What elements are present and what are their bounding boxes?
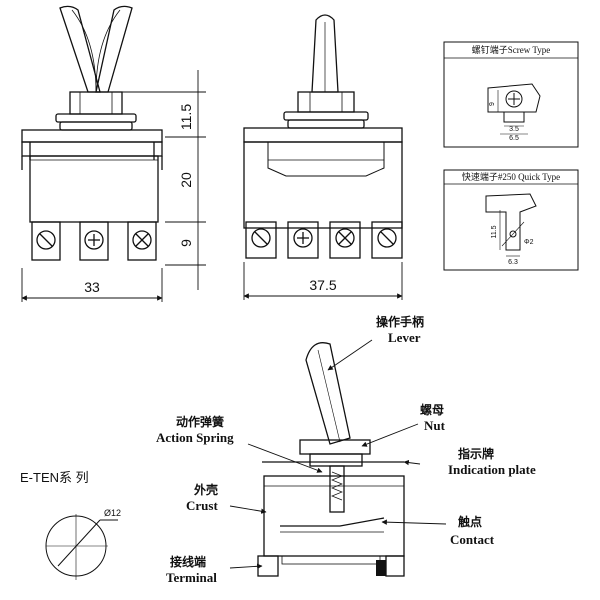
quick-type-box: 快速端子#250 Quick Type 11.5 Φ2 6.3 (443, 169, 579, 271)
side-dimensions (243, 262, 403, 300)
front-dimensions (21, 70, 206, 302)
front-dim-height-bottom: 9 (178, 239, 194, 247)
label-crust-en: Crust (186, 498, 218, 513)
label-indication-en: Indication plate (448, 462, 536, 477)
screw-type-box: 螺钉端子Screw Type 9 3.5 6.5 (443, 41, 579, 148)
mount-hole-diagram (45, 514, 118, 580)
cross-section (257, 342, 405, 577)
front-dim-height-top: 11.5 (178, 104, 194, 130)
label-contact-cn: 触点 (458, 514, 482, 529)
front-view (21, 5, 163, 261)
label-terminal-en: Terminal (166, 570, 217, 585)
label-lever-cn: 操作手柄 (376, 314, 424, 329)
quick-dim-phi2: Φ2 (524, 239, 534, 246)
side-dim-width: 37.5 (309, 277, 336, 293)
label-terminal-cn: 接线端 (170, 554, 206, 569)
label-spring-cn: 动作弹簧 (176, 414, 224, 429)
quick-dim-11-5: 11.5 (491, 225, 498, 238)
front-terminals (31, 221, 157, 261)
quick-type-title: 快速端子#250 Quick Type (462, 171, 560, 182)
screw-dim-9: 9 (489, 102, 496, 106)
label-lever-en: Lever (388, 330, 421, 345)
front-dim-height-mid: 20 (178, 172, 194, 188)
front-dim-width: 33 (84, 279, 100, 295)
terminal-block-right (376, 560, 386, 576)
label-nut-cn: 螺母 (420, 402, 444, 417)
label-indication-cn: 指示牌 (458, 446, 494, 461)
label-spring-en: Action Spring (156, 430, 234, 445)
mount-hole-diameter: Ø12 (104, 508, 121, 518)
side-terminals (245, 221, 403, 259)
screw-dim-6-5: 6.5 (509, 135, 519, 142)
label-crust-cn: 外壳 (194, 482, 218, 497)
screw-dim-3-5: 3.5 (509, 126, 519, 133)
screw-type-title: 螺钉端子Screw Type (472, 44, 550, 55)
label-contact-en: Contact (450, 532, 495, 547)
series-name: E-TEN系 列 (20, 470, 89, 485)
label-nut-en: Nut (424, 418, 446, 433)
leader-lines (229, 339, 447, 569)
quick-dim-6-3: 6.3 (508, 259, 518, 266)
side-view (243, 14, 403, 259)
